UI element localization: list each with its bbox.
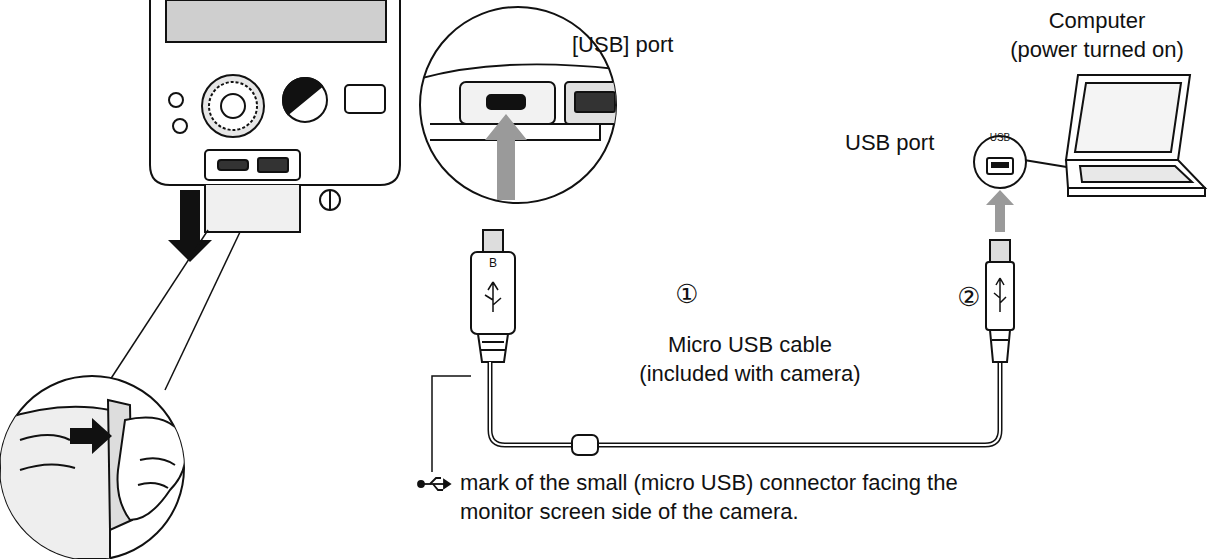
text-line: mark of the small (micro USB) connector … [460, 468, 1200, 497]
leader-line [432, 376, 471, 472]
port-marking: USB [982, 132, 1018, 144]
text-line: Computer [992, 6, 1202, 35]
callout-number: ② [952, 280, 986, 314]
text-line: (included with camera) [600, 359, 900, 388]
note-text: mark of the small (micro USB) connector … [460, 468, 1200, 526]
part-label: Micro USB cable (included with camera) [600, 330, 900, 388]
insert-arrow [986, 190, 1014, 232]
part-label: USB port [845, 128, 955, 157]
ferrite-bead [572, 435, 598, 455]
cover-detail-circle [0, 376, 186, 559]
text-line: (power turned on) [992, 35, 1202, 64]
open-cover-arrow [168, 190, 212, 262]
usb-a-connector [986, 240, 1014, 362]
usb-mark-symbol [418, 478, 450, 490]
callout-lines [110, 230, 240, 390]
connector-marking: B [484, 256, 502, 270]
text-line: Micro USB cable [600, 330, 900, 359]
micro-usb-connector [471, 230, 515, 362]
callout-number: ① [670, 277, 704, 311]
text-line: monitor screen side of the camera. [460, 497, 1200, 526]
part-label: [USB] port [572, 30, 712, 59]
laptop [1066, 75, 1205, 196]
part-label: Computer (power turned on) [992, 6, 1202, 64]
